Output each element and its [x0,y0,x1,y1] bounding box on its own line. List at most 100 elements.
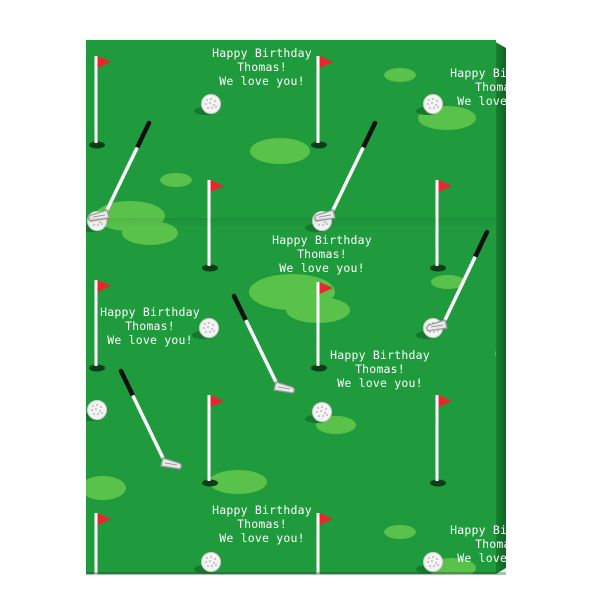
golf-ball-icon [201,94,221,114]
ball-dimple [205,98,209,102]
fairway-patch [160,173,192,187]
club-shaft [105,146,139,211]
message-line-3: We love you! [219,531,305,545]
ball-dimple [204,560,208,564]
club-grooves [277,386,291,390]
golf-flag-icon [97,280,111,292]
golf-hole-icon [202,479,218,487]
club-grip [134,120,152,150]
ball-dimple [431,97,435,101]
club-grip [472,229,490,259]
message-line-1: Happy Birthday [450,66,506,80]
ball-dimple [91,404,95,408]
birthday-message: Happy Birthday Thomas! We love you! [444,66,506,108]
club-grip [118,368,136,398]
golf-hole-icon [89,141,105,149]
ball-dimple [213,99,217,103]
ball-dimple [210,564,214,568]
message-line-1: Happy Birthday [330,348,430,362]
flag-pole [94,56,98,143]
flag-pole [94,280,98,366]
message-line-1: Happy Birthday [100,305,200,319]
message-line-3: We love you! [457,551,506,565]
ball-dimple [428,330,432,334]
message-line-1: Happy Birthday [212,46,312,60]
flag-pole [435,395,439,481]
ball-dimple [90,408,94,412]
ball-dimple [321,414,325,418]
golf-flag-icon [319,513,333,525]
club-shaft [244,319,278,383]
golf-hole-icon [430,479,446,487]
ball-dimple [100,411,104,415]
fairway-patch [384,68,416,82]
golf-flag-icon [210,395,224,407]
ball-dimple [323,411,327,415]
fairway-patch [86,476,126,500]
ball-dimple [211,323,215,327]
ball-dimple [432,330,436,334]
ball-dimple [206,106,210,110]
club-shaft [131,394,165,459]
birthday-message: Happy Birthday Thomas! We love you! [206,503,318,545]
golf-club-icon [273,381,295,394]
fairway-patch [250,138,310,164]
club-grip [231,293,249,323]
golf-flag-icon [438,180,452,192]
golf-ball-icon [423,94,443,114]
golf-ball-icon [423,552,443,572]
golf-hole-icon [311,575,327,582]
message-line-3: We love you! [457,94,506,108]
club-grooves [164,462,178,466]
message-line-2: Thomas! [297,247,347,261]
message-line-3: We love you! [337,376,423,390]
ball-dimple [428,564,432,568]
birthday-message: Happy Birthday Thomas! We love you! [324,348,436,390]
club-shaft [331,146,365,211]
fairway-patch [431,275,465,289]
ball-dimple [209,97,213,101]
ball-dimple [210,327,214,331]
golf-flag-icon [319,56,333,68]
message-line-1: Happy Birthday [272,233,372,247]
ball-dimple [94,407,98,411]
ball-dimple [98,409,102,413]
golf-ball-icon [312,402,332,422]
bottom-shadow [86,572,506,575]
ball-dimple [426,560,430,564]
ball-dimple [208,559,212,563]
golf-flag-icon [97,513,111,525]
ball-dimple [432,564,436,568]
ball-dimple [432,106,436,110]
ball-dimple [436,105,440,109]
club-grooves [430,324,444,328]
ball-dimple [214,105,218,109]
ball-dimple [212,329,216,333]
fairway-patch [209,470,267,494]
ball-dimple [434,561,438,565]
ball-dimple [208,330,212,334]
ball-dimple [205,556,209,560]
ball-dimple [209,555,213,559]
ball-dimple [426,102,430,106]
golf-flag-icon [438,395,452,407]
message-line-2: Thomas! [237,517,287,531]
golf-hole-icon [311,141,327,149]
ball-dimple [315,410,319,414]
ball-dimple [320,405,324,409]
golf-club-icon [426,319,448,332]
golf-club-icon [160,457,182,470]
message-line-3: We love you! [219,74,305,88]
ball-dimple [210,106,214,110]
ball-dimple [430,559,434,563]
birthday-message: Happy Birthday Thomas! We love you! [444,523,506,565]
golf-flag-icon [319,282,333,294]
message-line-1: Happy Birthday [450,523,506,537]
fold-shadow [86,218,496,228]
message-line-3: We love you! [279,261,365,275]
message-line-2: Thomas! [475,80,506,94]
ball-dimple [436,563,440,567]
birthday-message: Happy Birthday Thomas! We love you! [206,46,318,88]
